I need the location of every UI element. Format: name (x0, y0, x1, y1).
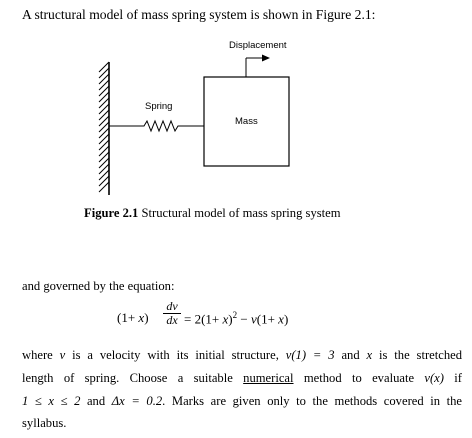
displacement-label: Displacement (229, 40, 287, 51)
math-initial-condition: v(1) = 3 (285, 348, 335, 362)
math-x: x (366, 348, 373, 362)
problem-paragraph: where v is a velocity with its initial s… (22, 344, 462, 435)
text-run: and (334, 348, 367, 362)
paragraph-line-4: syllabus. (22, 416, 67, 431)
intro-text: A structural model of mass spring system… (22, 7, 376, 22)
mass-label: Mass (235, 116, 258, 127)
text-run: length of spring. Choose a suitable (22, 370, 244, 385)
paragraph-line-3: 1 ≤ x ≤ 2 and Δx = 0.2. Marks are given … (22, 390, 462, 413)
paragraph-line-2: length of spring. Choose a suitable nume… (22, 367, 462, 390)
equation-fraction: dv dx (163, 300, 181, 327)
text-run: and (80, 393, 112, 408)
equation-lhs: (1+ x) (117, 310, 149, 325)
fraction-numerator: dv (163, 300, 181, 314)
text-run: . Marks are given only to the methods co… (162, 393, 463, 408)
text-run: method to evaluate (293, 370, 425, 385)
text-run: is the stretched (372, 348, 463, 362)
spring-coil (109, 119, 204, 133)
equation-rhs: = 2(1+ x)2 − v(1+ x) (184, 310, 289, 327)
text-run: if (443, 370, 462, 385)
text-run: where (22, 348, 60, 362)
underlined-numerical: numerical (243, 370, 294, 385)
figure-caption: Figure 2.1 Structural model of mass spri… (84, 206, 341, 221)
displacement-arrow-head (262, 54, 270, 62)
governed-text: and governed by the equation: (22, 279, 175, 293)
math-step: Δx = 0.2 (111, 393, 163, 408)
math-vx: v(x) (424, 370, 444, 385)
mass-spring-figure: Displacement Spring Mass (98, 40, 290, 195)
fraction-denominator: dx (166, 313, 178, 327)
spring-label: Spring (145, 101, 172, 112)
wall-hatching (98, 61, 110, 193)
math-v: v (59, 348, 66, 362)
paragraph-line-1: where v is a velocity with its initial s… (22, 344, 462, 367)
math-range: 1 ≤ x ≤ 2 (22, 393, 81, 408)
text-run: is a velocity with its initial structure… (65, 348, 286, 362)
figure-number: Figure 2.1 (84, 206, 139, 220)
figure-caption-text: Structural model of mass spring system (138, 206, 341, 220)
